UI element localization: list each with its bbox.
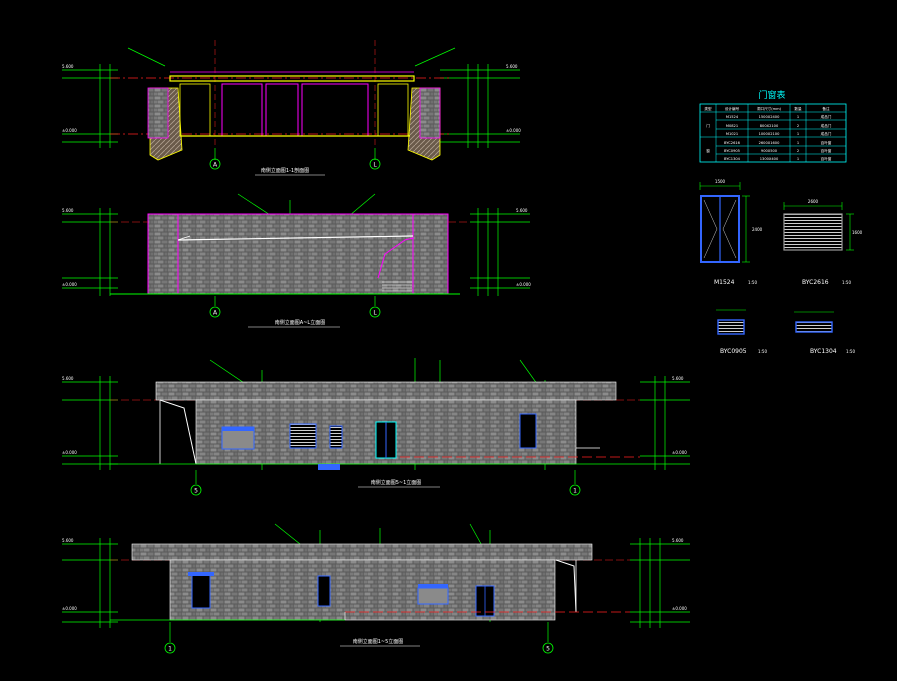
north-elevation-title: 南侧立面图5~1立面图 — [371, 479, 422, 486]
row-2-note: 成品门 — [821, 131, 832, 136]
axis-1-label-2: 1 — [168, 646, 172, 653]
row-4-size: 900X500 — [761, 149, 778, 153]
axis-1-label: 1 — [573, 488, 577, 495]
schedule-title: 门窗表 — [758, 89, 785, 101]
row-5-note: 百叶窗 — [821, 156, 832, 161]
axis-a-label: A — [213, 162, 218, 169]
elevation-a-l: A L 南侧立面图A~L立面图 5.600 ±0.000 5.600 ±0.00… — [62, 193, 531, 328]
row-1-qty: 2 — [797, 124, 799, 128]
level-floor-left: ±0.000 — [62, 128, 77, 133]
row-4-code: BYC0905 — [724, 149, 740, 153]
row-3-size: 2600X1600 — [759, 141, 780, 145]
level-top-left-2: 5.600 — [62, 208, 74, 213]
row-4-qty: 2 — [797, 149, 799, 153]
detail-byc2616: 2600 1600 BYC2616 1:50 — [783, 199, 863, 286]
detail-byc0905: BYC0905 1:50 — [716, 309, 767, 355]
row-3-code: BYC2616 — [724, 141, 741, 145]
row-5-code: BYC1304 — [724, 157, 741, 161]
row-2-code: M1021 — [726, 132, 738, 136]
row-2-size: 1000X2100 — [759, 132, 780, 136]
header-size: 洞口尺寸(mm) — [757, 106, 782, 111]
row-0-qty: 1 — [797, 115, 799, 119]
level-top-right-2: 5.600 — [516, 208, 528, 213]
detail-m1524: 1500 2400 M1524 1:50 — [699, 179, 763, 286]
level-top-right-3: 5.600 — [672, 376, 684, 381]
level-floor-left-2: ±0.000 — [62, 282, 77, 287]
row-1-size: 800X2100 — [760, 124, 779, 128]
level-top-right-4: 5.600 — [672, 538, 684, 543]
row-4-note: 百叶窗 — [821, 148, 832, 153]
byc2616-label: BYC2616 — [802, 279, 829, 286]
level-top-left-3: 5.600 — [62, 376, 74, 381]
row-0-note: 成品门 — [821, 114, 832, 119]
level-floor-right-4: ±0.000 — [672, 606, 687, 611]
east-elevation-title: 南侧立面图A~L立面图 — [275, 319, 325, 326]
row-5-size: 1300X400 — [760, 157, 779, 161]
header-code: 设计编号 — [725, 106, 740, 111]
level-floor-right: ±0.000 — [506, 128, 521, 133]
byc2616-scale: 1:50 — [842, 280, 851, 285]
byc1304-label: BYC1304 — [810, 348, 837, 355]
row-type-door: 门 — [706, 123, 710, 128]
axis-l-label: L — [373, 162, 377, 169]
header-qty: 数量 — [794, 106, 802, 111]
byc0905-label: BYC0905 — [720, 348, 747, 355]
axis-l-label-2: L — [373, 310, 377, 317]
header-note: 备注 — [822, 106, 830, 111]
axis-a-label-2: A — [213, 310, 218, 317]
row-type-window: 窗 — [706, 148, 710, 153]
level-floor-left-4: ±0.000 — [62, 606, 77, 611]
level-top-left: 5.600 — [62, 64, 74, 69]
m1524-label: M1524 — [714, 279, 735, 286]
row-5-qty: 1 — [797, 157, 799, 161]
axis-5-label: 5 — [194, 488, 198, 495]
level-floor-right-3: ±0.000 — [672, 450, 687, 455]
row-0-code: M1524 — [726, 115, 739, 119]
m1524-width: 1500 — [715, 179, 726, 184]
elevation-1-5: 1 5 南侧立面图1~5立面图 5.600 ±0.000 5.600 ±0.00… — [62, 523, 690, 654]
row-2-qty: 1 — [797, 132, 799, 136]
m1524-scale: 1:50 — [748, 280, 757, 285]
level-floor-left-3: ±0.000 — [62, 450, 77, 455]
byc2616-height: 1600 — [852, 230, 863, 235]
level-floor-right-2: ±0.000 — [516, 282, 531, 287]
door-window-schedule: 门窗表 类型 设计编号 洞口尺寸(mm) 数量 备注 门 M1524 1500X… — [699, 89, 847, 163]
row-3-note: 百叶窗 — [821, 140, 832, 145]
byc0905-scale: 1:50 — [758, 349, 767, 354]
axis-5-label-2: 5 — [546, 646, 550, 653]
row-3-qty: 1 — [797, 141, 799, 145]
elevation-5-1: 5 1 南侧立面图5~1立面图 5.600 ±0.000 5.600 ±0.00… — [62, 358, 690, 496]
section-title: 南侧立面图1-1剖面图 — [261, 167, 309, 174]
section-1-1: A L 南侧立面图1-1剖面图 5.600 ±0.000 5.600 ±0.00… — [62, 40, 521, 176]
byc2616-width: 2600 — [808, 199, 819, 204]
byc1304-scale: 1:50 — [846, 349, 855, 354]
row-0-size: 1500X2400 — [759, 115, 780, 119]
m1524-height: 2400 — [752, 227, 763, 232]
detail-byc1304: BYC1304 1:50 — [794, 311, 855, 355]
level-top-left-4: 5.600 — [62, 538, 74, 543]
row-1-code: M0821 — [726, 124, 738, 128]
level-top-right: 5.600 — [506, 64, 518, 69]
row-1-note: 成品门 — [821, 123, 832, 128]
south-elevation-title: 南侧立面图1~5立面图 — [353, 638, 404, 645]
header-type: 类型 — [704, 106, 712, 111]
